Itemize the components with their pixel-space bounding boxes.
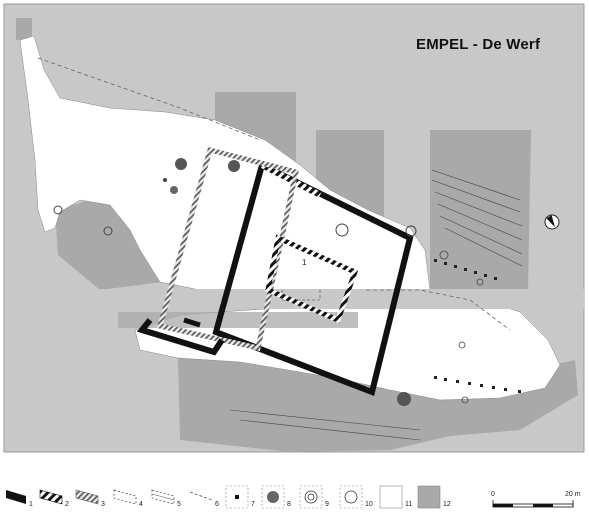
pit-feature-13 <box>461 396 469 404</box>
legend-label-11: 11 <box>405 501 412 508</box>
legend-label-2: 2 <box>65 501 69 508</box>
wall-inner-square <box>265 234 359 324</box>
legend-swatch-2 <box>39 489 63 505</box>
scale-start-label: 0 <box>491 491 495 498</box>
trench-band-middle <box>46 289 584 309</box>
scale-end-label: 20 m <box>565 491 581 498</box>
pit-feature-3 <box>170 186 178 194</box>
legend-swatch-5 <box>151 489 175 505</box>
legend-label-12: 12 <box>443 501 451 508</box>
legend-label-3: 3 <box>101 501 105 508</box>
legend-swatch-7 <box>225 485 249 509</box>
pit-feature-5 <box>397 392 411 406</box>
legend-label-8: 8 <box>287 501 291 508</box>
legend-swatch-6 <box>189 491 213 501</box>
posthole-row-east <box>434 259 497 280</box>
legend-label-5: 5 <box>177 501 181 508</box>
legend-swatch-8 <box>261 485 285 509</box>
feature-label: 1 <box>302 258 307 267</box>
plough-traces <box>229 169 523 441</box>
legend-swatch-3 <box>75 489 99 505</box>
wall-outer-hatched <box>260 162 322 198</box>
legend-label-1: 1 <box>29 501 33 508</box>
wall-connector <box>183 317 201 328</box>
pit-feature-11 <box>476 278 484 286</box>
wall-lower-left <box>136 318 225 356</box>
pit-feature-10 <box>439 250 449 260</box>
legend-swatch-1 <box>6 490 26 504</box>
pit-feature-6 <box>405 225 417 237</box>
north-arrow-icon <box>544 214 560 230</box>
pit-feature-2 <box>228 160 240 172</box>
legend: 1 2 3 4 5 6 7 8 9 10 11 12 <box>0 458 589 522</box>
legend-swatch-12 <box>417 485 441 509</box>
legend-swatch-11 <box>379 485 403 509</box>
wall-rectangle-west <box>156 146 299 351</box>
trench-area-top-right-2 <box>430 130 531 292</box>
legend-label-4: 4 <box>139 501 143 508</box>
legend-label-7: 7 <box>251 501 255 508</box>
posthole-row-south <box>434 376 521 393</box>
pit-feature-12 <box>458 341 466 349</box>
wall-outer-square <box>212 160 414 397</box>
legend-swatch-10 <box>339 485 363 509</box>
legend-swatch-9 <box>299 485 323 509</box>
map-title: EMPEL - De Werf <box>416 36 541 53</box>
legend-label-6: 6 <box>215 501 219 508</box>
reconstruction-line-2 <box>366 289 511 331</box>
pit-feature-8 <box>103 226 113 236</box>
pit-feature-4 <box>163 178 167 182</box>
trench-strip-top-left <box>16 18 32 40</box>
trench-band-lower <box>118 312 358 328</box>
pit-feature-7 <box>335 223 349 237</box>
pit-feature-9 <box>53 205 63 215</box>
reconstruction-line-1 <box>37 57 261 141</box>
pit-feature-1 <box>175 158 187 170</box>
legend-label-9: 9 <box>325 501 329 508</box>
legend-swatch-4 <box>113 489 137 505</box>
legend-label-10: 10 <box>365 501 373 508</box>
scale-bar <box>492 500 574 508</box>
